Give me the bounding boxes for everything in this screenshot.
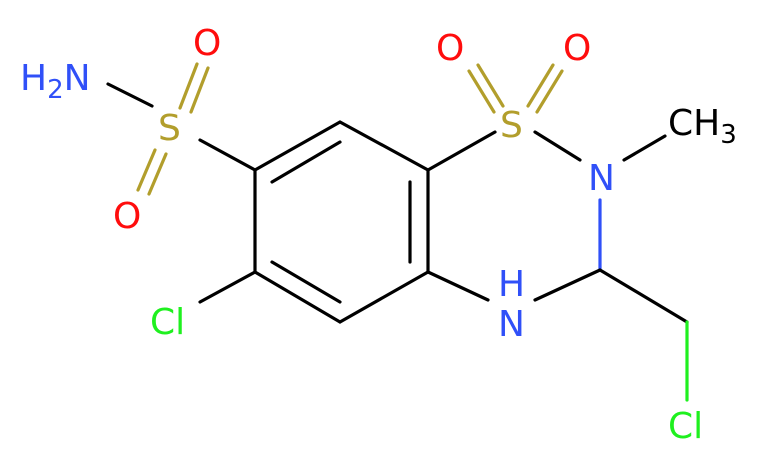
bond: [253, 270, 342, 324]
benzene-ring: [253, 120, 430, 324]
bond: [189, 66, 210, 114]
bond: [338, 120, 430, 172]
ring-o-left-label: O: [436, 28, 464, 69]
double-bond-inner: [270, 260, 342, 304]
bond: [426, 270, 490, 302]
bond: [178, 62, 199, 110]
bond: [198, 138, 257, 172]
bond: [253, 120, 342, 172]
bond: [533, 130, 582, 162]
h2n-label: H2N: [20, 58, 91, 105]
ring-s-label: S: [500, 105, 523, 146]
bond: [106, 82, 154, 108]
nh-h-label: H: [498, 264, 525, 305]
bond: [198, 270, 257, 304]
sulfonamide-s-label: S: [158, 108, 181, 149]
thiadiazine-ring: [426, 134, 667, 302]
o-top-label: O: [193, 23, 221, 64]
cl-aromatic-label: Cl: [150, 302, 185, 343]
double-bond-inner: [270, 140, 342, 184]
ch3-label: CH3: [668, 103, 737, 150]
cl-chain-label: Cl: [668, 406, 703, 447]
sulfonamide-group: [106, 62, 257, 196]
bond: [147, 152, 168, 196]
bond: [598, 268, 689, 324]
nh-n-label: N: [498, 304, 525, 345]
bond: [533, 268, 602, 302]
bond: [136, 148, 157, 192]
ring-n-label: N: [588, 158, 615, 199]
chloromethyl-chain: [598, 268, 689, 402]
bond: [467, 69, 496, 114]
bond: [426, 130, 497, 172]
bond: [338, 270, 430, 324]
o-bottom-label: O: [113, 196, 141, 237]
bond: [535, 69, 564, 114]
bond: [622, 134, 667, 162]
bond: [476, 63, 505, 108]
ring-sulfonyl-group: [426, 63, 582, 172]
ring-o-right-label: O: [563, 28, 591, 69]
bond: [526, 63, 555, 108]
